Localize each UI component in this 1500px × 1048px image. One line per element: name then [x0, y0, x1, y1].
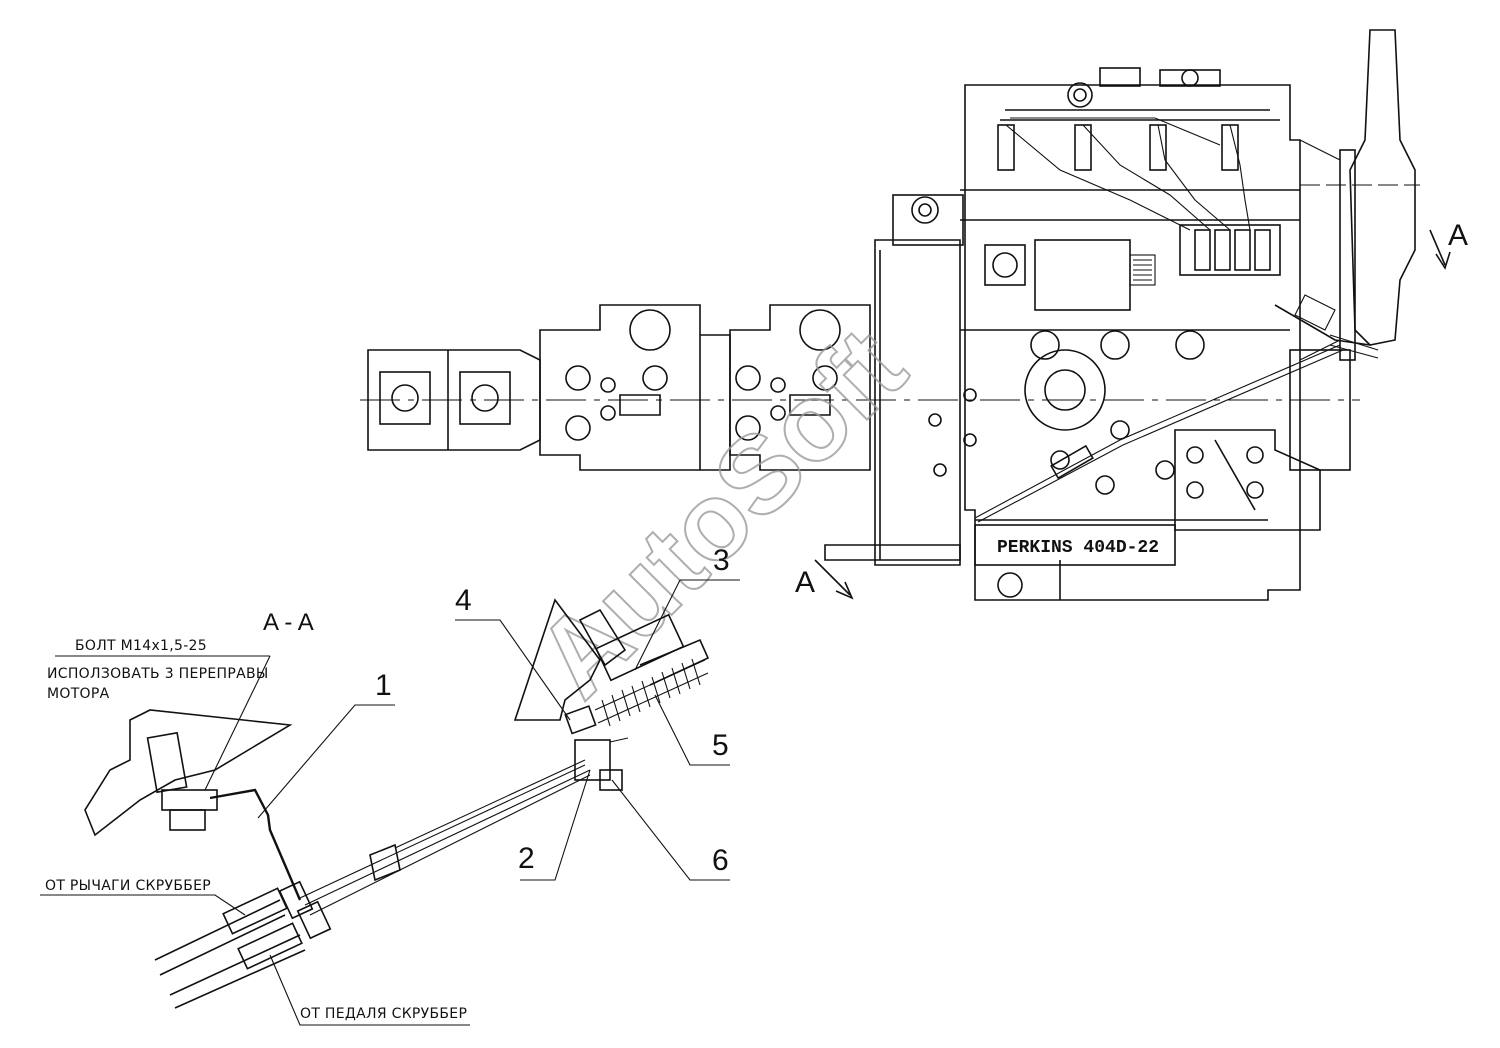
- section-marker-lower: A: [795, 559, 854, 600]
- callout-5: 5: [712, 729, 729, 762]
- section-detail: A - A БОЛТ М14х1,5-25 ИСПОЛЗОВАТЬ 3 ПЕРЕ…: [40, 544, 740, 1026]
- section-marker-label: A: [795, 566, 815, 599]
- from-lever-note: ОТ РЫЧАГИ СКРУББЕР: [45, 878, 211, 894]
- callout-1: 1: [375, 669, 392, 702]
- callout-6: 6: [712, 844, 729, 877]
- bolt-note: БОЛТ М14х1,5-25: [75, 638, 207, 654]
- fuel-injectors: [997, 117, 1251, 231]
- spring: [594, 658, 709, 727]
- section-marker-upper: A: [1429, 219, 1468, 270]
- engine-assembly: PERKINS 404D-22: [360, 29, 1420, 601]
- section-title: A - A: [263, 609, 314, 636]
- hydraulic-pumps: [367, 304, 871, 471]
- watermark: AutoSoft: [512, 304, 929, 721]
- use-note-line1: ИСПОЛЗОВАТЬ 3 ПЕРЕПРАВЫ: [47, 666, 269, 682]
- section-marker-label-upper: A: [1448, 219, 1468, 252]
- callout-4: 4: [455, 584, 472, 617]
- watermark-text: AutoSoft: [513, 305, 928, 720]
- callout-2: 2: [518, 842, 535, 875]
- use-note-line2: МОТОРА: [47, 686, 110, 702]
- callout-3: 3: [713, 544, 730, 577]
- from-pedal-note: ОТ ПЕДАЛЯ СКРУББЕР: [300, 1006, 467, 1022]
- engine-model-label: PERKINS 404D-22: [997, 538, 1159, 558]
